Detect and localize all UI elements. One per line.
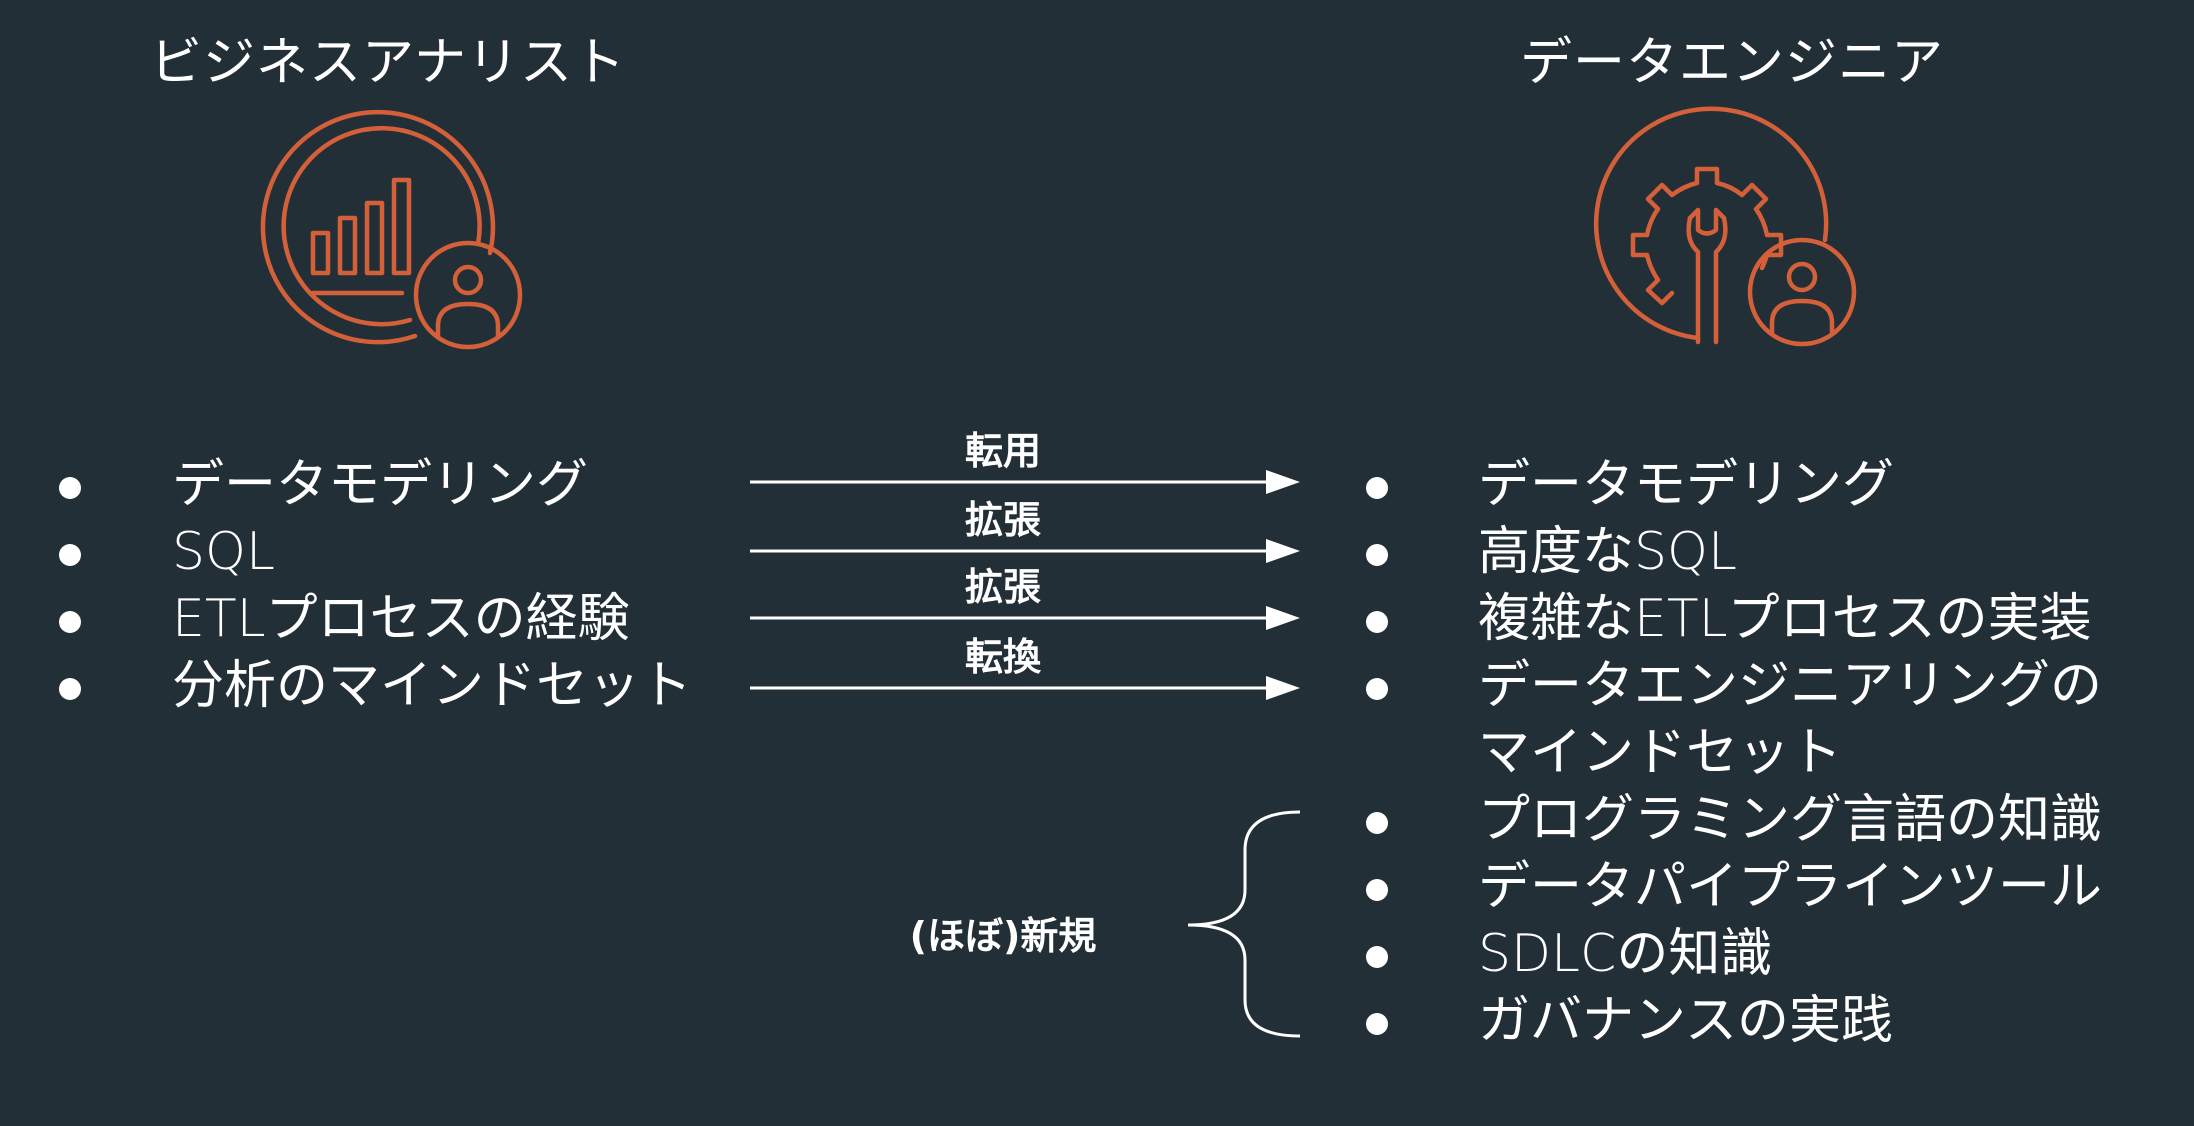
analytics-chart-person-icon [260,109,523,350]
bullet-dot [59,544,81,566]
new-skills-label: (ほぼ)新規 [909,914,1097,958]
arrow-extend-sql [750,539,1300,563]
gear-wrench-person-icon [1593,106,1857,347]
skill-text: ETLプロセスの経験 [172,589,630,649]
data-engineer-title: データエンジニア [1520,33,1945,93]
bullet-dot [1366,812,1388,834]
skill-text: 複雑なETLプロセスの実装 [1478,589,2092,649]
bullet-dot [1366,477,1388,499]
skill-text: 高度なSQL [1478,522,1737,582]
relation-label-transform: 転換 [964,635,1042,679]
bullet-dot [59,477,81,499]
skill-text: データパイプラインツール [1478,857,2103,917]
arrow-transform [750,676,1300,700]
skill-text: 分析のマインドセット [172,656,693,716]
bullet-dot [59,611,81,633]
skill-text: データエンジニアリングの [1478,656,2103,716]
skill-text: SDLCの知識 [1478,924,1773,984]
business-analyst-title: ビジネスアナリスト [150,33,626,93]
skill-text: SQL [172,522,275,582]
bullet-dot [1366,544,1388,566]
curly-brace [1187,810,1301,1038]
bullet-dot [1366,879,1388,901]
skill-text: データモデリング [172,455,589,515]
bullet-dot [59,678,81,700]
bullet-dot [1366,611,1388,633]
arrow-reuse [750,470,1300,494]
bullet-dot [1366,678,1388,700]
skill-text: マインドセット [1478,723,1843,783]
relation-label-reuse: 転用 [964,429,1042,473]
relation-label-extend: 拡張 [964,565,1042,609]
bullet-dot [1366,1013,1388,1035]
bullet-dot [1366,946,1388,968]
arrow-extend-etl [750,606,1300,630]
relation-label-extend: 拡張 [964,498,1042,542]
skill-text: ガバナンスの実践 [1478,991,1893,1051]
skill-text: データモデリング [1478,455,1895,515]
skill-text: プログラミング言語の知識 [1478,790,2103,850]
